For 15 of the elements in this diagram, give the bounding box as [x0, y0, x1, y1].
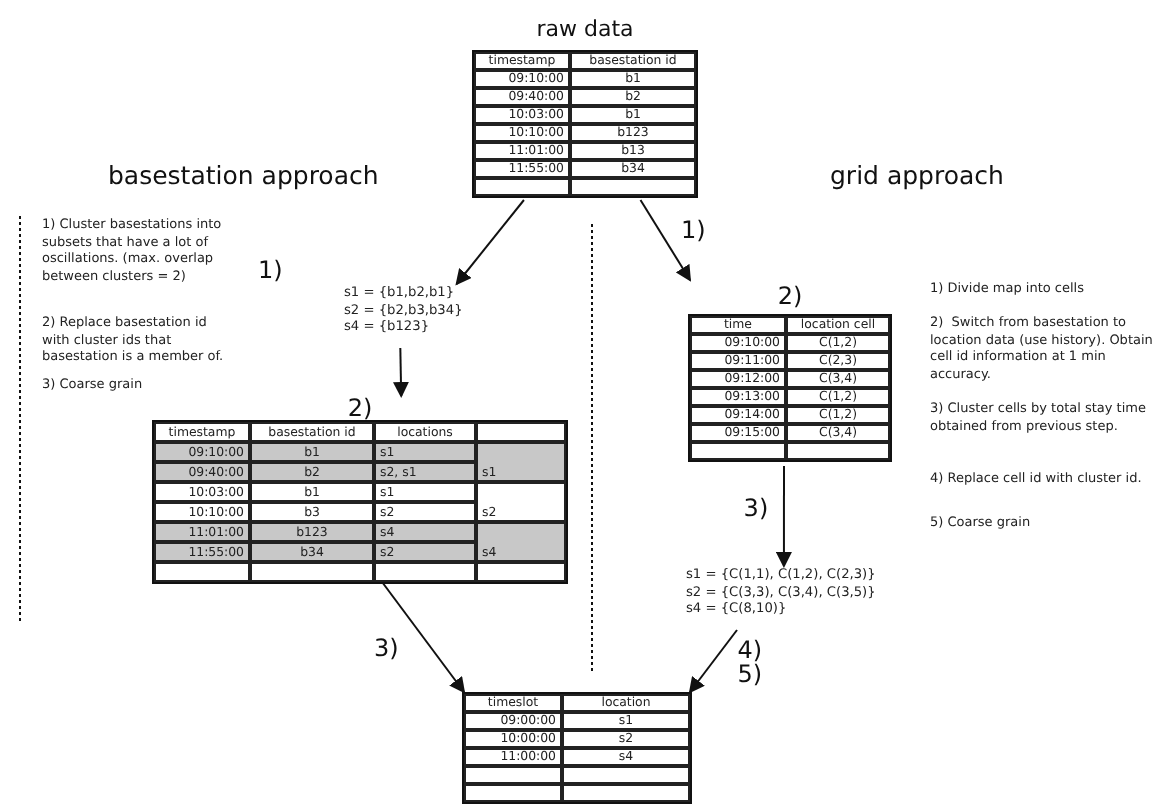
arrow — [639, 199, 692, 282]
section-heading: basestation approach — [108, 160, 379, 190]
table-title: raw data — [536, 14, 634, 46]
arrow — [775, 465, 792, 568]
arrow — [688, 629, 738, 694]
step-number: 2) — [347, 396, 373, 420]
edge-label: 1) — [680, 218, 706, 242]
step-number: 1) — [258, 256, 283, 284]
arrow — [392, 347, 409, 398]
step-number: 2) — [777, 280, 803, 314]
arrow — [455, 199, 525, 286]
edge-label: 3) — [743, 496, 769, 520]
section-heading: grid approach — [830, 160, 1004, 190]
edge-label: 3) — [373, 636, 399, 660]
arrow — [379, 579, 466, 694]
